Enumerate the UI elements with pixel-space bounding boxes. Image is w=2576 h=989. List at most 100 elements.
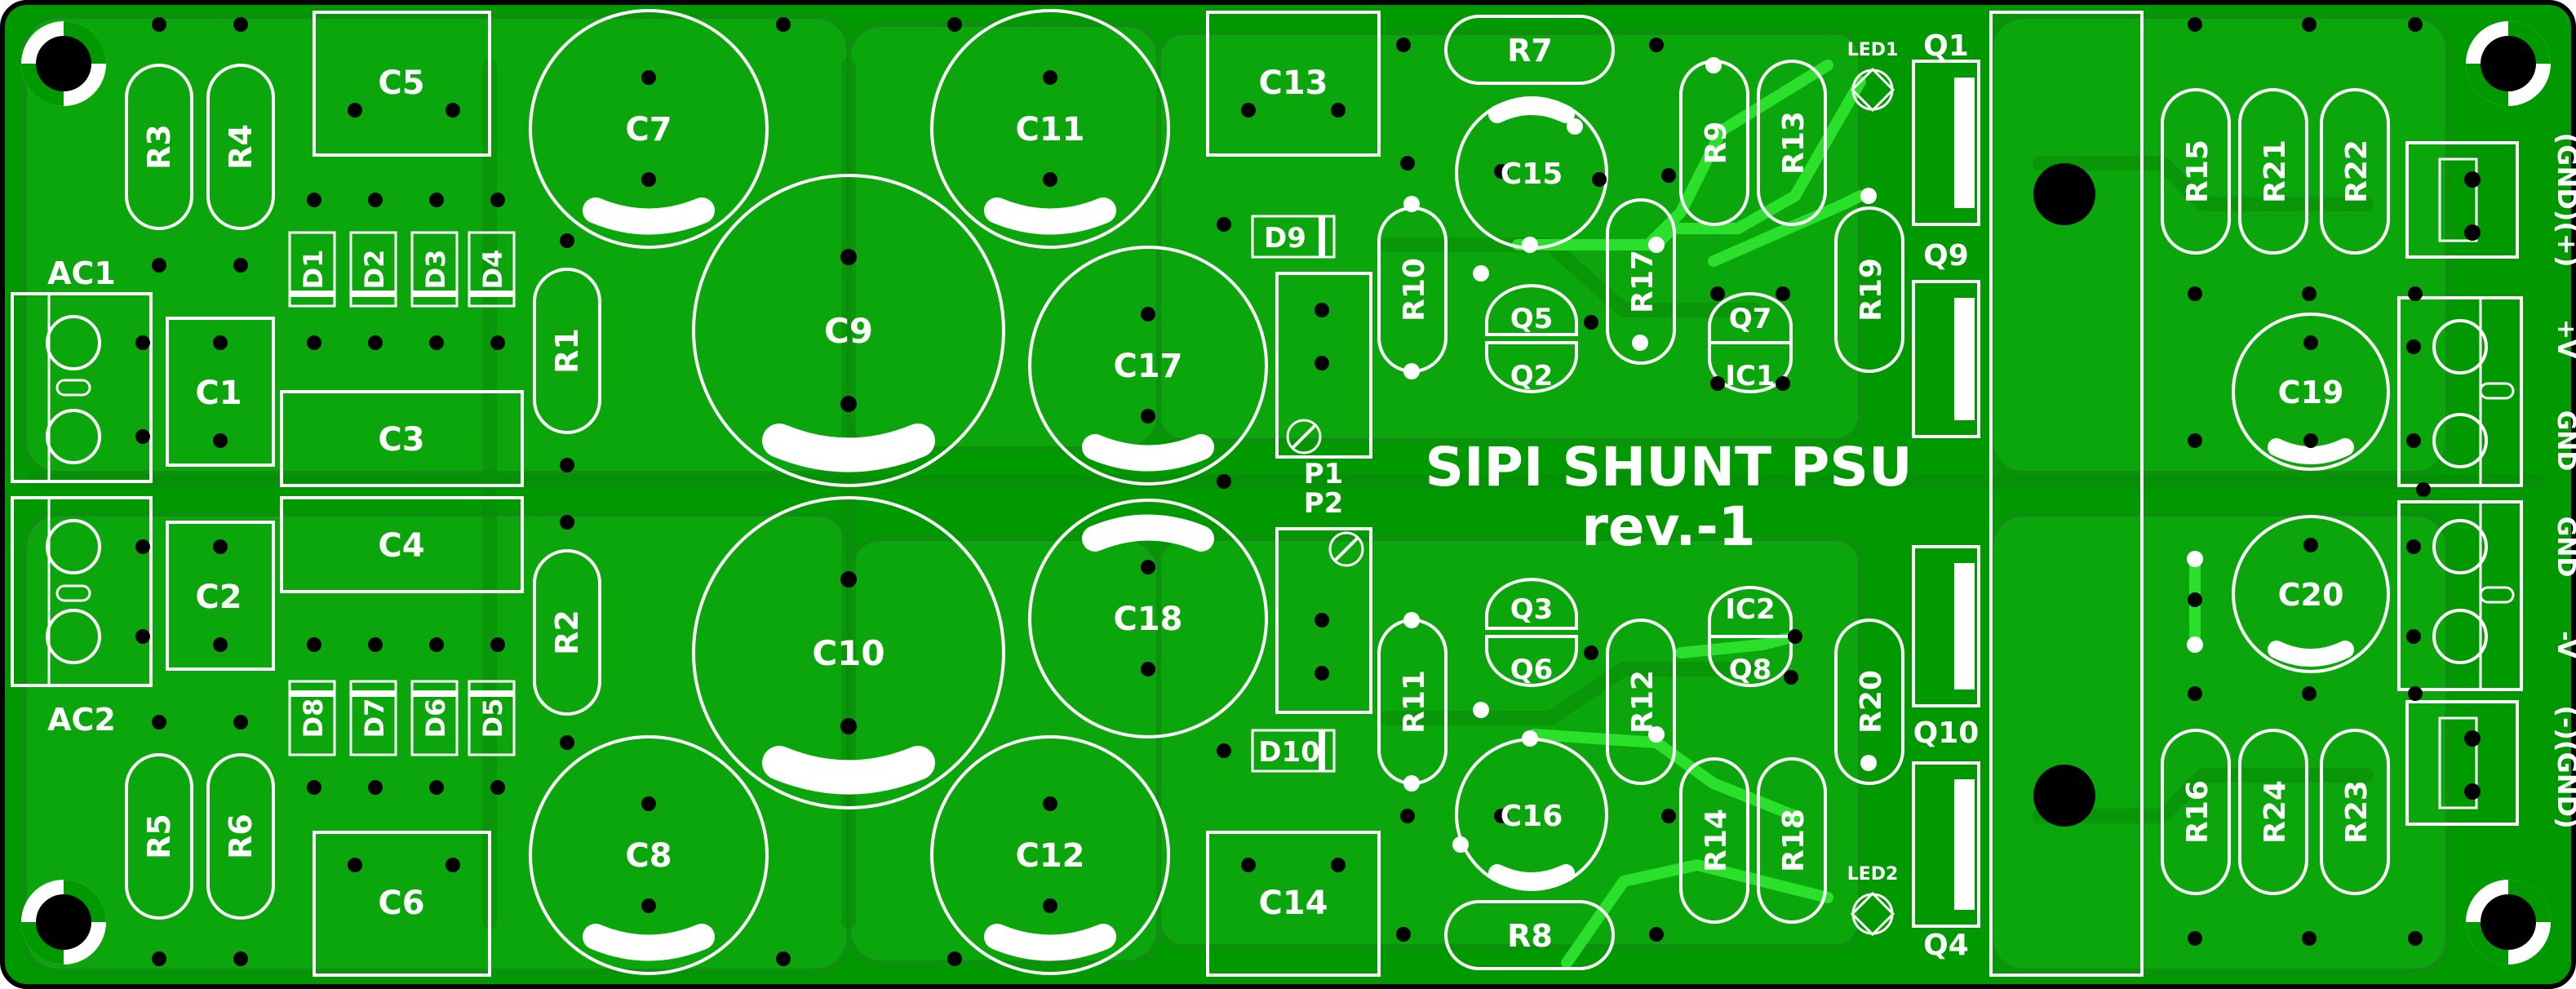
- r12-label: R12: [1626, 670, 1660, 734]
- c20-label: C20: [2278, 577, 2344, 613]
- cap-c7: [529, 9, 769, 249]
- r11-label: R11: [1398, 670, 1431, 734]
- leds: [1850, 67, 1895, 937]
- p1-label: P1: [1304, 458, 1344, 490]
- d2-label: D2: [359, 250, 390, 290]
- c13-label: C13: [1258, 64, 1328, 102]
- q10-label: Q10: [1913, 716, 1980, 750]
- out-pos-label: (GND)(+): [2552, 133, 2576, 268]
- c6-label: C6: [378, 885, 424, 922]
- cap-c9: [692, 174, 1005, 487]
- c18-label: C18: [1113, 601, 1182, 638]
- c2-label: C2: [195, 579, 242, 616]
- r14-label: R14: [1700, 809, 1733, 872]
- q9-label: Q9: [1923, 239, 1969, 273]
- q2-label: Q2: [1510, 360, 1554, 392]
- q1-label: Q1: [1923, 29, 1969, 63]
- d5-label: D5: [477, 699, 508, 738]
- r23-label: R23: [2340, 780, 2374, 844]
- r21-label: R21: [2259, 140, 2292, 203]
- r4-label: R4: [223, 124, 259, 170]
- cap-c12: [930, 735, 1170, 975]
- q4-label: Q4: [1923, 929, 1969, 962]
- c15-label: C15: [1501, 157, 1563, 191]
- cap-c17: [1028, 246, 1268, 486]
- c10-label: C10: [812, 633, 885, 673]
- out-minus-v-label: -V: [2552, 631, 2576, 659]
- ac2-label: AC2: [47, 702, 116, 738]
- r5-label: R5: [141, 814, 177, 859]
- resistor-outlines: [125, 15, 2390, 970]
- r7-label: R7: [1507, 33, 1553, 69]
- r20-label: R20: [1855, 670, 1888, 734]
- ic2-label: IC2: [1725, 593, 1775, 626]
- out-neg-label: (-)(GND): [2552, 705, 2576, 828]
- r13-label: R13: [1777, 111, 1811, 175]
- d1-label: D1: [298, 250, 329, 290]
- q8-label: Q8: [1729, 654, 1772, 686]
- d3-label: D3: [420, 250, 451, 290]
- r8-label: R8: [1507, 918, 1553, 954]
- output-terminals: [2397, 141, 2523, 826]
- ac1-label: AC1: [47, 255, 116, 291]
- q5-label: Q5: [1510, 303, 1554, 335]
- r6-label: R6: [223, 814, 259, 859]
- box-caps: [166, 11, 1381, 977]
- d7-label: D7: [359, 699, 390, 738]
- cap-c19: [2232, 313, 2390, 471]
- r19-label: R19: [1855, 258, 1888, 322]
- r18-label: R18: [1777, 809, 1811, 872]
- d8-label: D8: [298, 699, 329, 738]
- c1-label: C1: [195, 375, 242, 412]
- r2-label: R2: [549, 610, 585, 655]
- trimmer-pots: [1275, 272, 1372, 714]
- out-gnd-top-label: GND: [2552, 410, 2576, 472]
- c8-label: C8: [625, 837, 672, 875]
- led1-label: LED1: [1847, 40, 1899, 60]
- cap-c11: [930, 9, 1170, 249]
- p2-label: P2: [1304, 487, 1344, 520]
- c19-label: C19: [2278, 375, 2344, 410]
- c7-label: C7: [625, 111, 672, 149]
- small-transistors: [1473, 265, 1802, 718]
- r1-label: R1: [549, 328, 585, 374]
- c11-label: C11: [1015, 111, 1084, 149]
- c14-label: C14: [1258, 885, 1328, 922]
- c9-label: C9: [824, 311, 873, 351]
- cap-c16: [1452, 730, 1608, 891]
- r3-label: R3: [141, 124, 177, 170]
- cap-c20: [2187, 515, 2390, 673]
- c16-label: C16: [1501, 800, 1563, 833]
- q3-label: Q3: [1510, 593, 1554, 626]
- q7-label: Q7: [1729, 303, 1772, 335]
- led2-label: LED2: [1847, 864, 1899, 885]
- board-title: SIPI SHUNT PSU: [1425, 436, 1912, 499]
- c5-label: C5: [378, 64, 424, 102]
- r10-label: R10: [1398, 258, 1431, 322]
- d6-label: D6: [420, 699, 451, 738]
- out-plus-v-label: +V: [2552, 319, 2576, 359]
- r17-label: R17: [1626, 250, 1660, 313]
- q6-label: Q6: [1510, 654, 1554, 686]
- ac-terminals: [11, 292, 153, 687]
- cap-c8: [529, 735, 769, 975]
- c12-label: C12: [1015, 837, 1084, 875]
- heatsink: [1989, 11, 2144, 977]
- r16-label: R16: [2181, 780, 2215, 844]
- d10-label: D10: [1258, 736, 1320, 769]
- r15-label: R15: [2181, 140, 2215, 203]
- power-transistors: [1912, 60, 1980, 928]
- cap-c15: [1455, 96, 1608, 253]
- c3-label: C3: [378, 421, 424, 459]
- d9-label: D9: [1264, 222, 1306, 255]
- diode-outlines: [288, 215, 1336, 773]
- r24-label: R24: [2259, 780, 2292, 844]
- mounting-holes: [21, 21, 2551, 965]
- r22-label: R22: [2340, 140, 2374, 203]
- cap-c10: [692, 496, 1005, 809]
- c17-label: C17: [1113, 348, 1182, 385]
- r9-label: R9: [1700, 122, 1733, 165]
- ic1-label: IC1: [1725, 360, 1775, 392]
